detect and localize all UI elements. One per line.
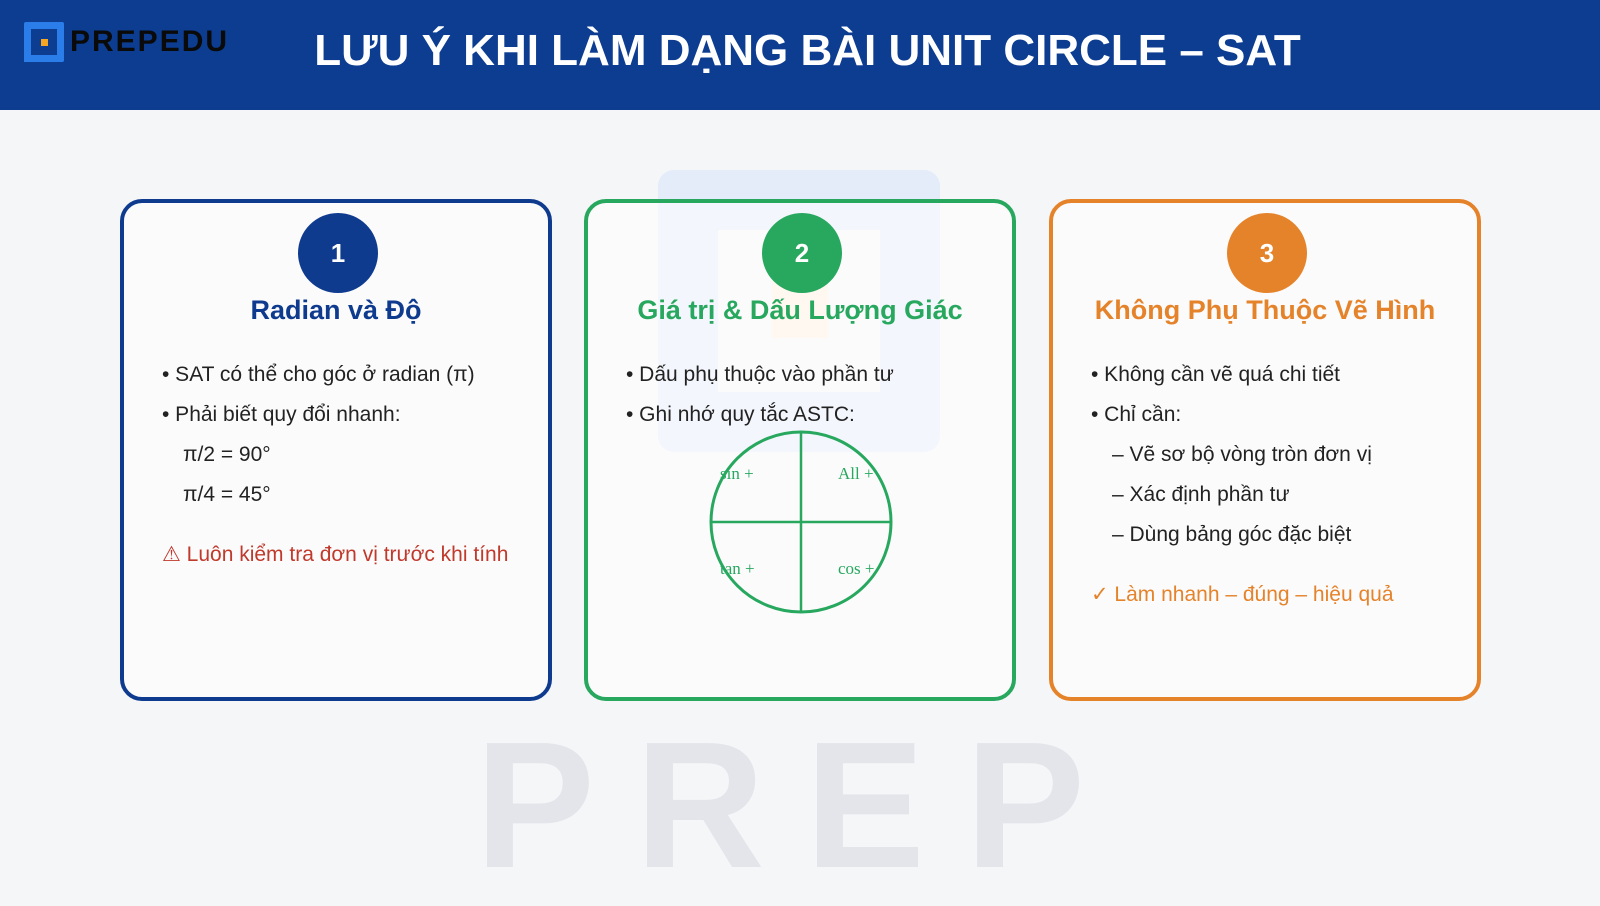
list-item: • Phải biết quy đổi nhanh: xyxy=(162,403,401,426)
card-list: • SAT có thể cho góc ở radian (π) • Phải… xyxy=(162,355,508,575)
logo-mark-icon xyxy=(24,22,64,62)
quadrant-4-label: cos + xyxy=(838,559,875,578)
list-item: • Không cần vẽ quá chi tiết xyxy=(1091,363,1341,386)
card-no-drawing: 3 Không Phụ Thuộc Vẽ Hình • Không cần vẽ… xyxy=(1049,199,1481,701)
list-item: • Ghi nhớ quy tắc ASTC: xyxy=(626,403,855,426)
step-number: 2 xyxy=(762,213,842,293)
card-title: Không Phụ Thuộc Vẽ Hình xyxy=(1094,295,1436,325)
astc-diagram: sin + All + tan + cos + xyxy=(709,430,893,614)
list-item: • Chỉ cần: xyxy=(1091,403,1182,426)
card-radian: 1 Radian và Độ • SAT có thể cho góc ở ra… xyxy=(120,199,552,701)
step-number: 1 xyxy=(298,213,378,293)
card-signs: 2 Giá trị & Dấu Lượng Giác • Dấu phụ thu… xyxy=(584,199,1016,701)
quadrant-3-label: tan + xyxy=(720,559,755,578)
quadrant-1-label: All + xyxy=(838,464,874,483)
list-item: • SAT có thể cho góc ở radian (π) xyxy=(162,363,475,386)
list-item: • Dấu phụ thuộc vào phần tư xyxy=(626,363,894,386)
list-item: π/2 = 90° xyxy=(183,443,271,466)
page-title: LƯU Ý KHI LÀM DẠNG BÀI UNIT CIRCLE – SAT xyxy=(314,26,1301,75)
card-title: Giá trị & Dấu Lượng Giác xyxy=(637,295,963,325)
card-list: • Không cần vẽ quá chi tiết • Chỉ cần: –… xyxy=(1091,355,1394,615)
card-title: Radian và Độ xyxy=(250,295,422,325)
quadrant-2-label: sin + xyxy=(720,464,754,483)
success-note: ✓ Làm nhanh – đúng – hiệu quả xyxy=(1091,583,1394,606)
warning-note: ⚠ Luôn kiểm tra đơn vị trước khi tính xyxy=(162,543,509,566)
list-item: – Vẽ sơ bộ vòng tròn đơn vị xyxy=(1112,443,1372,466)
step-number: 3 xyxy=(1227,213,1307,293)
list-item: – Xác định phần tư xyxy=(1112,483,1290,506)
logo-text: PREPEDU xyxy=(70,25,230,58)
list-item: – Dùng bảng góc đặc biệt xyxy=(1112,523,1352,546)
header: PREPEDU LƯU Ý KHI LÀM DẠNG BÀI UNIT CIRC… xyxy=(0,0,1600,110)
list-item: π/4 = 45° xyxy=(183,483,271,506)
watermark-text: PREP xyxy=(474,705,1126,906)
card-list: • Dấu phụ thuộc vào phần tư • Ghi nhớ qu… xyxy=(626,355,894,435)
logo: PREPEDU xyxy=(24,22,229,62)
